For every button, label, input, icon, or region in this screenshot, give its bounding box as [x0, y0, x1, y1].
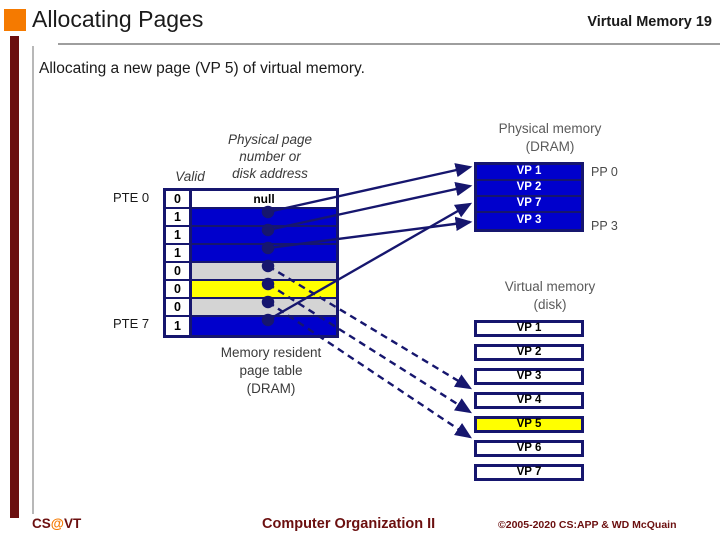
pte-valid-bit: 1	[166, 245, 192, 263]
ppn-header-line3: disk address	[232, 166, 308, 181]
virtual-page[interactable]: VP 4	[474, 392, 584, 409]
page-table-caption-line2: page table	[239, 363, 303, 378]
footer-brand-post: VT	[63, 516, 82, 531]
virtual-memory-caption-line1: Virtual memory	[504, 279, 596, 294]
pte-value	[192, 263, 336, 281]
physical-frame-last-label: PP 3	[591, 219, 618, 233]
pte-valid-bit: 0	[166, 263, 192, 281]
page-table: 0 null 1 1 1 0 0 0 1	[163, 188, 339, 338]
table-row[interactable]: 0	[166, 281, 336, 299]
physical-frame[interactable]: VP 2	[477, 181, 581, 197]
table-row[interactable]: 0	[166, 263, 336, 281]
virtual-page[interactable]: VP 7	[474, 464, 584, 481]
pte-valid-bit: 1	[166, 209, 192, 227]
virtual-page-highlighted[interactable]: VP 5	[474, 416, 584, 433]
footer-course-title: Computer Organization II	[262, 516, 436, 532]
pte-value	[192, 227, 336, 245]
left-accent-bar	[10, 36, 19, 518]
virtual-page[interactable]: VP 2	[474, 344, 584, 361]
valid-column-header: Valid	[175, 169, 205, 184]
pte-valid-bit: 1	[166, 227, 192, 245]
page-table-caption-line3: (DRAM)	[246, 381, 296, 396]
ppn-header-line2: number or	[239, 149, 301, 164]
pte-valid-bit: 0	[166, 281, 192, 299]
physical-memory-block: VP 1 VP 2 VP 7 VP 3	[474, 162, 584, 232]
page-table-caption: Memory resident page table (DRAM)	[181, 344, 361, 398]
header-divider	[58, 43, 720, 45]
ppn-header-line1: Physical page	[227, 132, 313, 147]
virtual-memory-caption-line2: (disk)	[533, 297, 567, 312]
table-row[interactable]: 1	[166, 245, 336, 263]
footer-brand: CS@VT	[32, 516, 81, 531]
virtual-memory-block: VP 1 VP 2 VP 3 VP 4 VP 5 VP 6 VP 7	[474, 320, 584, 488]
pte-value	[192, 245, 336, 263]
table-row[interactable]: 0	[166, 299, 336, 317]
table-row[interactable]: 0 null	[166, 191, 336, 209]
pte-first-label: PTE 0	[113, 190, 150, 205]
pte-valid-bit: 1	[166, 317, 192, 335]
pte-valid-bit: 0	[166, 191, 192, 209]
pte-value	[192, 209, 336, 227]
pte-value-highlighted	[192, 281, 336, 299]
virtual-page[interactable]: VP 6	[474, 440, 584, 457]
at-icon: @	[50, 516, 64, 531]
title-bullet-square	[4, 9, 26, 31]
virtual-page[interactable]: VP 3	[474, 368, 584, 385]
pte-last-label: PTE 7	[113, 316, 150, 331]
physical-frame[interactable]: VP 3	[477, 213, 581, 229]
physical-memory-caption: Physical memory (DRAM)	[450, 120, 650, 156]
left-divider-line	[32, 46, 34, 514]
ppn-column-header: Physical page number or disk address	[200, 131, 340, 182]
header-section-label: Virtual Memory 19	[587, 14, 712, 30]
virtual-memory-caption: Virtual memory (disk)	[450, 278, 650, 314]
pte-value: null	[192, 191, 336, 209]
pte-value	[192, 317, 336, 335]
page-title: Allocating Pages	[32, 6, 204, 32]
table-row[interactable]: 1	[166, 317, 336, 335]
physical-frame[interactable]: VP 1	[477, 165, 581, 181]
physical-frame-first-label: PP 0	[591, 165, 618, 179]
physical-frame[interactable]: VP 7	[477, 197, 581, 213]
physical-memory-caption-line1: Physical memory	[498, 121, 602, 136]
footer-copyright: ©2005-2020 CS:APP & WD McQuain	[498, 519, 677, 531]
table-row[interactable]: 1	[166, 209, 336, 227]
footer-brand-pre: CS	[32, 516, 51, 531]
page-table-caption-line1: Memory resident	[220, 345, 322, 360]
physical-memory-caption-line2: (DRAM)	[525, 139, 575, 154]
table-row[interactable]: 1	[166, 227, 336, 245]
pte-value	[192, 299, 336, 317]
slide-subtitle: Allocating a new page (VP 5) of virtual …	[39, 60, 365, 77]
pte-valid-bit: 0	[166, 299, 192, 317]
virtual-page[interactable]: VP 1	[474, 320, 584, 337]
